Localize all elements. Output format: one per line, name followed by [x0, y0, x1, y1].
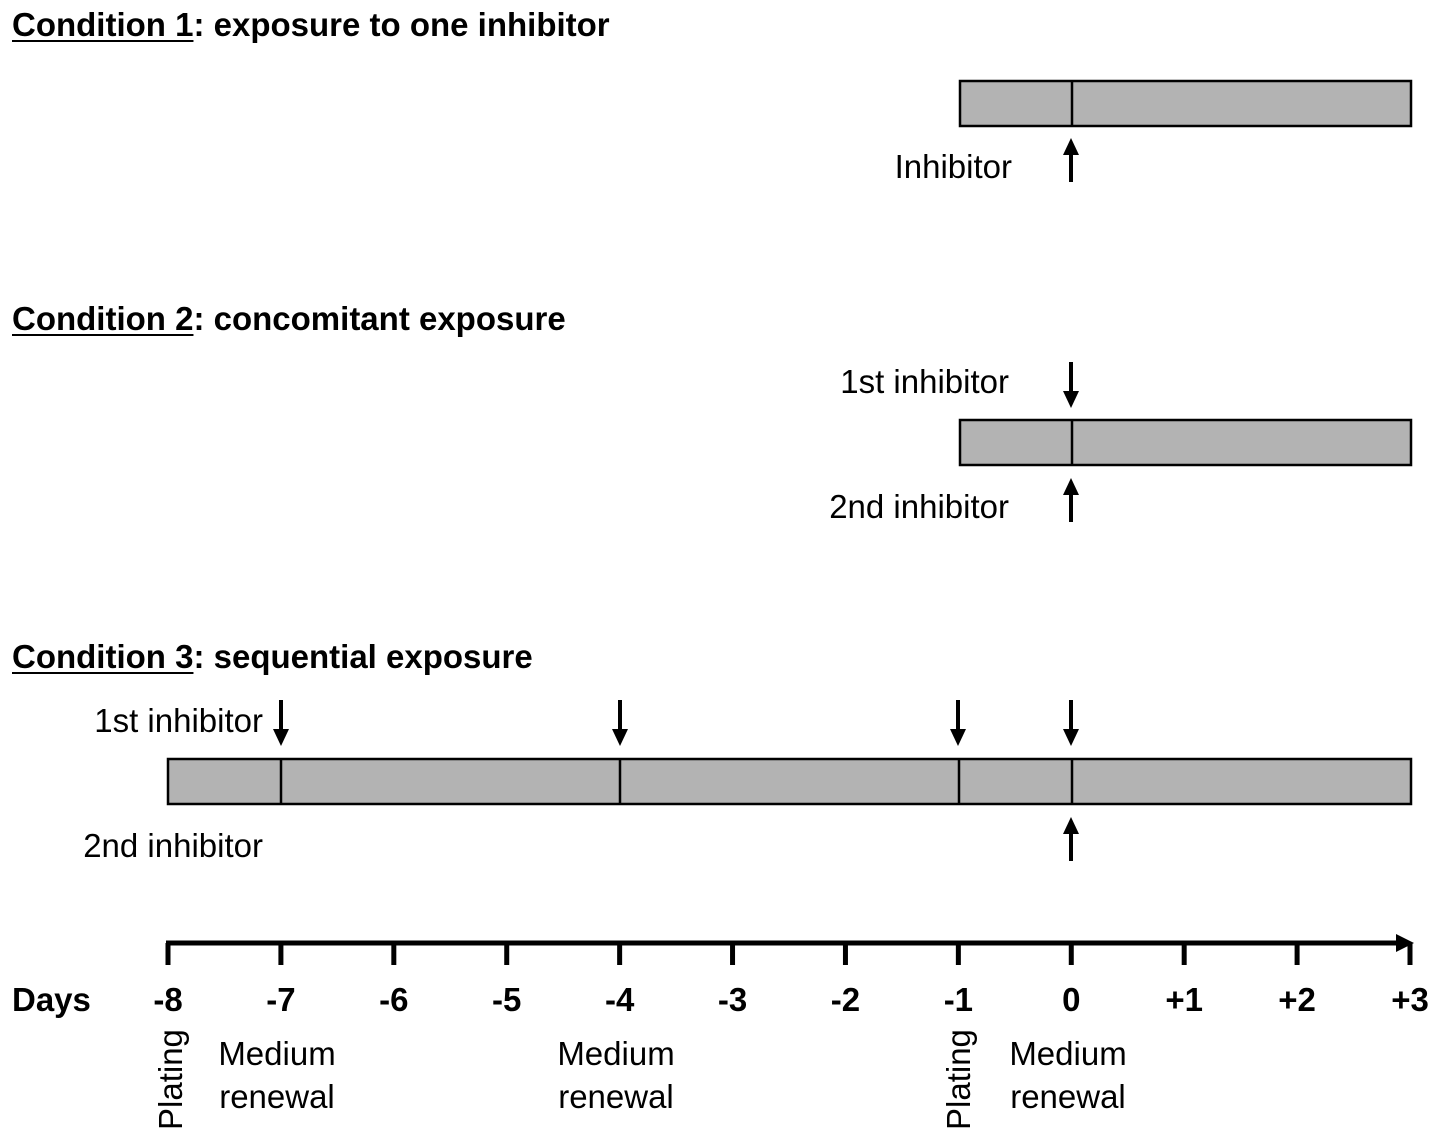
condition-2-title: Condition 2: concomitant exposure	[12, 300, 566, 338]
axis-tick-label: 0	[1062, 981, 1080, 1018]
condition-1-description: : exposure to one inhibitor	[193, 6, 610, 43]
medium-renewal-1-line2: renewal	[219, 1078, 335, 1115]
axis-arrowhead-icon	[1396, 934, 1414, 952]
condition-3-description: : sequential exposure	[193, 638, 533, 675]
plating-label-day-1: Plating	[940, 1029, 977, 1130]
c3-second-inhibitor-label: 2nd inhibitor	[83, 827, 263, 864]
axis-tick-label: -1	[944, 981, 973, 1018]
medium-renewal-3-line2: renewal	[1010, 1078, 1126, 1115]
condition-1-title: Condition 1: exposure to one inhibitor	[12, 6, 610, 44]
axis-tick-label: +1	[1165, 981, 1203, 1018]
up-arrow-icon	[1063, 138, 1079, 182]
down-arrow-icon	[1063, 362, 1079, 408]
medium-renewal-2-line1: Medium	[557, 1035, 674, 1072]
c2-first-inhibitor-label: 1st inhibitor	[840, 363, 1009, 400]
condition-3-bar	[166, 757, 1413, 806]
days-axis	[165, 934, 1414, 965]
axis-tick-label: -7	[266, 981, 295, 1018]
down-arrow-icon	[273, 700, 289, 746]
c1-inhibitor-label: Inhibitor	[895, 148, 1012, 185]
down-arrow-icon	[950, 700, 966, 746]
axis-tick-label: -4	[605, 981, 635, 1018]
condition-2-bar	[958, 418, 1413, 467]
condition-3-prefix: Condition 3	[12, 638, 194, 675]
axis-tick-label: +2	[1278, 981, 1316, 1018]
condition-2-description: : concomitant exposure	[193, 300, 566, 337]
medium-renewal-1-line1: Medium	[218, 1035, 335, 1072]
up-arrow-icon	[1063, 478, 1079, 522]
axis-tick-label: -2	[831, 981, 860, 1018]
down-arrow-icon	[612, 700, 628, 746]
condition-3-title: Condition 3: sequential exposure	[12, 638, 533, 676]
condition-1-bar	[958, 79, 1413, 128]
c3-first-inhibitor-label: 1st inhibitor	[94, 702, 263, 739]
down-arrow-icon	[1063, 700, 1079, 746]
axis-tick-label: -8	[153, 981, 182, 1018]
plating-label-day-8: Plating	[152, 1029, 189, 1130]
up-arrow-icon	[1063, 817, 1079, 861]
axis-label-days: Days	[12, 981, 91, 1018]
condition-2-prefix: Condition 2	[12, 300, 194, 337]
axis-tick-label: -6	[379, 981, 408, 1018]
condition-1-prefix: Condition 1	[12, 6, 194, 43]
medium-renewal-2-line2: renewal	[558, 1078, 674, 1115]
medium-renewal-3-line1: Medium	[1009, 1035, 1126, 1072]
c2-second-inhibitor-label: 2nd inhibitor	[829, 488, 1009, 525]
axis-tick-label: -5	[492, 981, 521, 1018]
axis-tick-label: -3	[718, 981, 747, 1018]
axis-tick-label: +3	[1391, 981, 1429, 1018]
